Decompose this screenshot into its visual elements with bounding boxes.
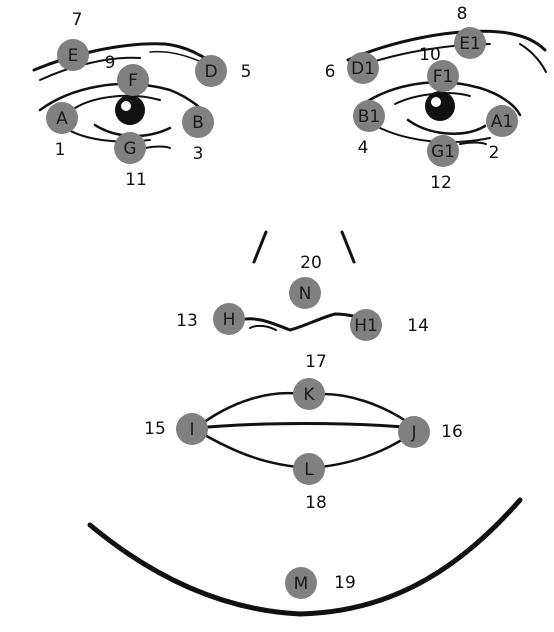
marker-n-number: 20 — [300, 253, 322, 273]
marker-b-number: 3 — [193, 144, 204, 164]
marker-f1-label: F1 — [433, 67, 454, 87]
marker-g1-label: G1 — [431, 142, 455, 162]
marker-l-label: L — [304, 460, 314, 480]
marker-a1-number: 2 — [489, 143, 500, 163]
marker-e1-label: E1 — [459, 34, 481, 54]
marker-k-number: 17 — [305, 352, 327, 372]
marker-e-number: 7 — [72, 10, 83, 30]
marker-f-number: 9 — [105, 53, 116, 73]
marker-m-label: M — [294, 574, 309, 594]
marker-d-number: 5 — [241, 62, 252, 82]
marker-b1-number: 4 — [358, 138, 369, 158]
marker-k-label: K — [303, 385, 315, 405]
marker-m-number: 19 — [334, 573, 356, 593]
marker-g-number: 11 — [125, 170, 147, 190]
marker-n-label: N — [299, 284, 312, 304]
marker-j-number: 16 — [441, 422, 463, 442]
marker-l-number: 18 — [305, 493, 327, 513]
marker-h-label: H — [223, 310, 236, 330]
marker-b-label: B — [192, 113, 204, 133]
marker-e1-number: 8 — [457, 4, 468, 24]
marker-d-label: D — [204, 62, 217, 82]
marker-f1-number: 10 — [419, 45, 441, 65]
marker-h1-label: H1 — [354, 316, 378, 336]
marker-h1-number: 14 — [407, 316, 429, 336]
marker-i-number: 15 — [144, 419, 166, 439]
marker-b1-label: B1 — [358, 107, 380, 127]
marker-i-label: I — [189, 420, 194, 440]
marker-d1-number: 6 — [325, 62, 336, 82]
marker-j-label: J — [410, 423, 416, 443]
marker-g1-number: 12 — [430, 173, 452, 193]
marker-h-number: 13 — [176, 311, 198, 331]
marker-g-label: G — [123, 139, 136, 159]
marker-d1-label: D1 — [351, 59, 375, 79]
marker-f-label: F — [128, 71, 138, 91]
marker-a1-label: A1 — [491, 112, 513, 132]
marker-a-label: A — [56, 109, 68, 129]
marker-e-label: E — [68, 46, 79, 66]
marker-a-number: 1 — [55, 140, 66, 160]
